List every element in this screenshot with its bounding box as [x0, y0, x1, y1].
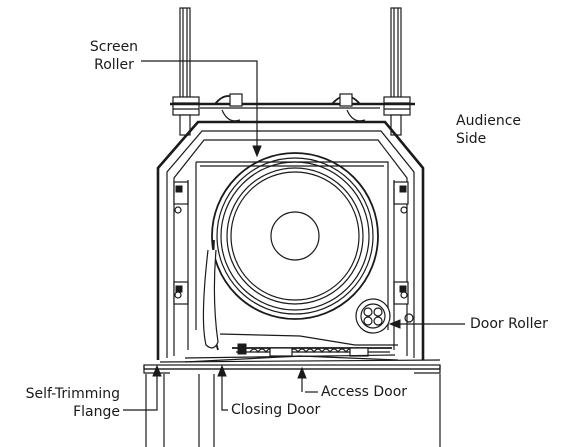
self-trimming-flange	[143, 364, 441, 374]
closing-door-label: Closing Door	[231, 402, 321, 418]
door-roller-label: Door Roller	[470, 316, 548, 332]
housing-outline	[156, 120, 425, 360]
audience-side-label: Audience Side	[456, 113, 522, 147]
access-door-label: Access Door	[321, 384, 408, 400]
screen-roller	[202, 152, 379, 351]
leader-lines	[123, 60, 465, 411]
top-mounting-bar	[170, 93, 415, 122]
screen-roller-label: Screen Roller	[89, 39, 139, 73]
door-roller	[355, 298, 414, 334]
self-trimming-flange-label: Self-Trimming Flange	[25, 386, 120, 420]
door-mechanism	[159, 333, 441, 363]
hanger-rods	[172, 7, 411, 136]
